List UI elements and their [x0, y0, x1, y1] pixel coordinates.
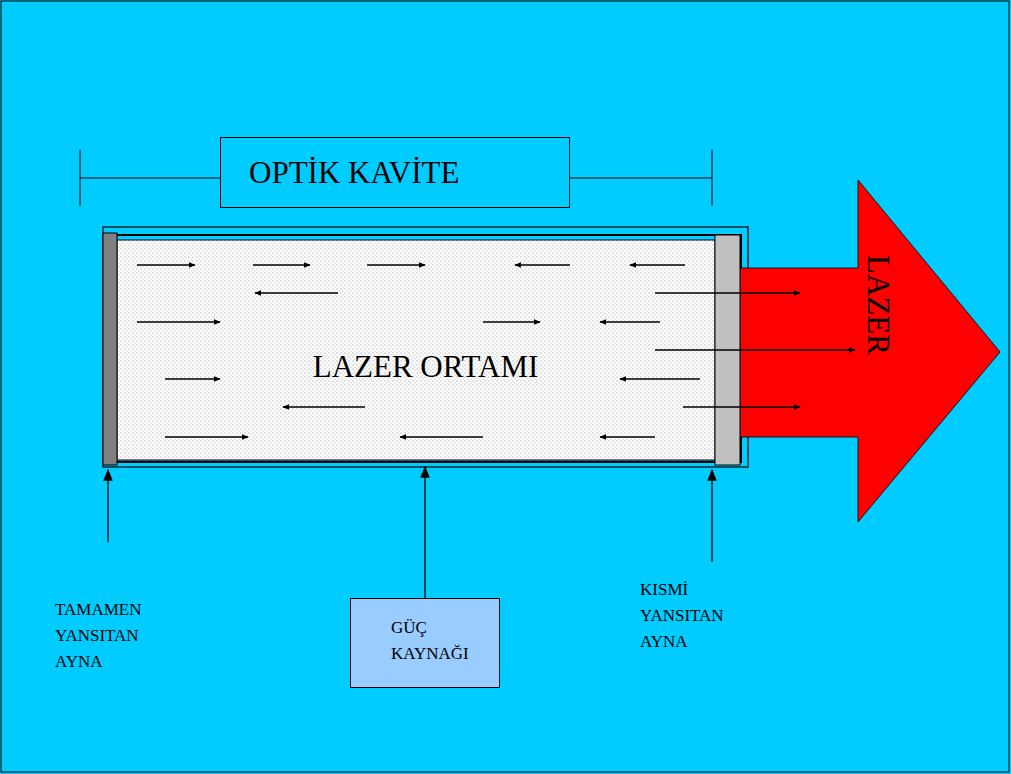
laser-output-arrow: LAZER — [740, 180, 1000, 522]
power-supply-box: GÜÇ KAYNAĞI — [350, 598, 500, 688]
power-connector — [424, 467, 425, 598]
node-text: LAZER — [860, 255, 896, 355]
laser-medium — [117, 240, 715, 460]
node-text: LAZER ORTAMI — [313, 349, 539, 385]
mirror-label: KISMİ YANSITAN AYNA — [640, 577, 750, 655]
node-text: GÜÇ KAYNAĞI — [391, 615, 486, 667]
mirror-label: TAMAMEN YANSITAN AYNA — [55, 597, 155, 675]
laser-medium-region: LAZER ORTAMI — [103, 227, 748, 467]
node-text: OPTİK KAVİTE — [249, 155, 459, 191]
tube-inner-outline — [111, 235, 741, 462]
photon-arrows — [137, 265, 855, 437]
tube-outline — [103, 227, 748, 467]
laser-beam-arrow — [740, 180, 1000, 522]
cavity-label-box: OPTİK KAVİTE — [220, 137, 570, 208]
mirror-leaders — [108, 470, 712, 562]
full-mirror — [103, 233, 117, 465]
